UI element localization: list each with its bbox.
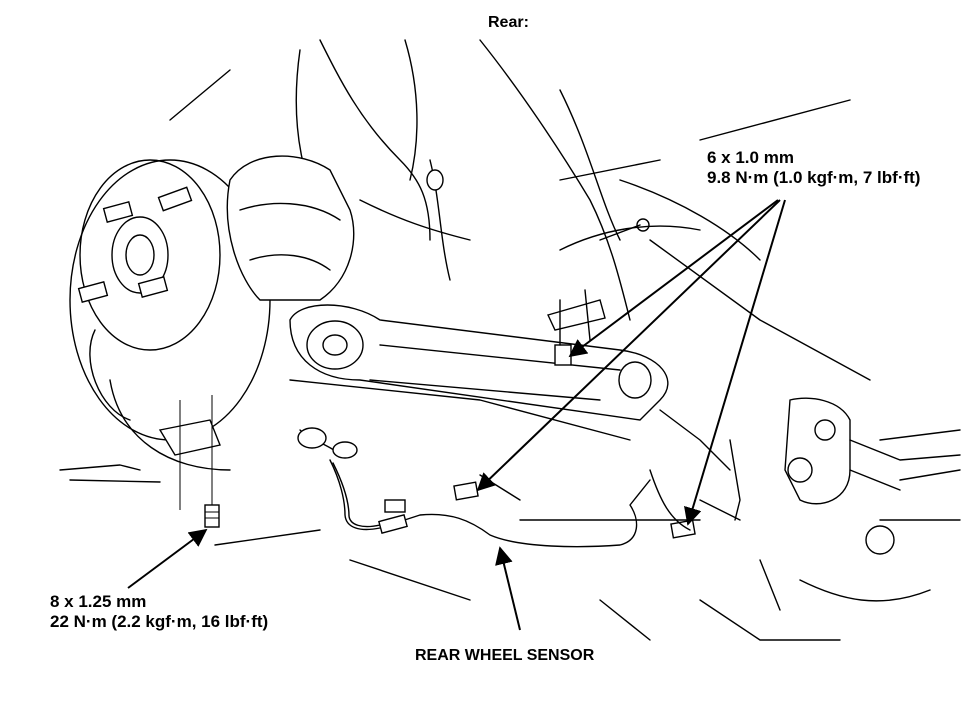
lower-bolt-callout: 8 x 1.25 mm 22 N·m (2.2 kgf·m, 16 lbf·ft… xyxy=(50,592,268,632)
brake-drum-hub xyxy=(69,159,271,471)
rear-wheel-sensor-label: REAR WHEEL SENSOR xyxy=(415,647,595,664)
lower-bolt-size: 8 x 1.25 mm xyxy=(50,592,147,611)
right-hardware xyxy=(659,397,961,555)
lower-bolt xyxy=(179,395,220,528)
sensor-bracket-bolt xyxy=(547,218,650,366)
upper-bolt-torque: 9.8 N·m (1.0 kgf·m, 7 lbf·ft) xyxy=(707,168,921,187)
lower-arm xyxy=(289,304,669,441)
diagram-title: Rear: xyxy=(488,14,529,31)
leader-arrows xyxy=(127,199,786,631)
knuckle xyxy=(226,155,471,301)
lower-bolt-torque: 22 N·m (2.2 kgf·m, 16 lbf·ft) xyxy=(50,612,269,631)
upper-bolt-callout: 6 x 1.0 mm 9.8 N·m (1.0 kgf·m, 7 lbf·ft) xyxy=(707,148,920,188)
upper-bolt-size: 6 x 1.0 mm xyxy=(707,148,794,167)
sensor-harness xyxy=(297,427,741,548)
